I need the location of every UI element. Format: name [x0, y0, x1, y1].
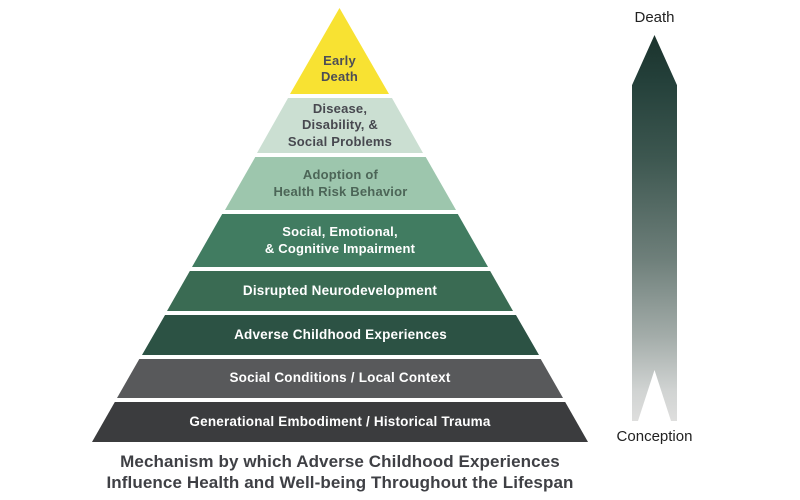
pyramid-level-label: Social, Emotional, & Cognitive Impairmen… — [264, 224, 416, 256]
lifespan-gradient-arrow — [632, 35, 677, 421]
pyramid-level-adverse-childhood-experiences: Adverse Childhood Experiences — [142, 315, 539, 355]
lifespan-axis: Death Conception — [604, 0, 705, 500]
pyramid-level-generational-embodiment-historical-trauma: Generational Embodiment / Historical Tra… — [92, 402, 588, 442]
conception-label: Conception — [616, 428, 693, 445]
pyramid-level-label: Early Death — [320, 52, 359, 84]
pyramid-level-label: Generational Embodiment / Historical Tra… — [189, 413, 491, 429]
pyramid-level-adoption-health-risk-behavior: Adoption of Health Risk Behavior — [225, 157, 456, 210]
pyramid-level-disease-disability-social-problems: Disease, Disability, & Social Problems — [257, 98, 423, 153]
pyramid-level-label: Social Conditions / Local Context — [229, 370, 451, 386]
death-label: Death — [634, 9, 675, 26]
pyramid-level-label: Adoption of Health Risk Behavior — [273, 167, 408, 199]
pyramid-level-label: Disease, Disability, & Social Problems — [287, 101, 393, 149]
caption: Mechanism by which Adverse Childhood Exp… — [106, 452, 574, 493]
pyramid-level-label: Adverse Childhood Experiences — [234, 326, 447, 342]
pyramid-level-label: Disrupted Neurodevelopment — [242, 282, 438, 298]
pyramid-level-social-emotional-cognitive-impairment: Social, Emotional, & Cognitive Impairmen… — [192, 214, 488, 267]
pyramid-level-early-death: Early Death — [290, 8, 389, 94]
pyramid-level-social-conditions-local-context: Social Conditions / Local Context — [117, 359, 563, 398]
pyramid-level-disrupted-neurodevelopment: Disrupted Neurodevelopment — [167, 271, 513, 311]
